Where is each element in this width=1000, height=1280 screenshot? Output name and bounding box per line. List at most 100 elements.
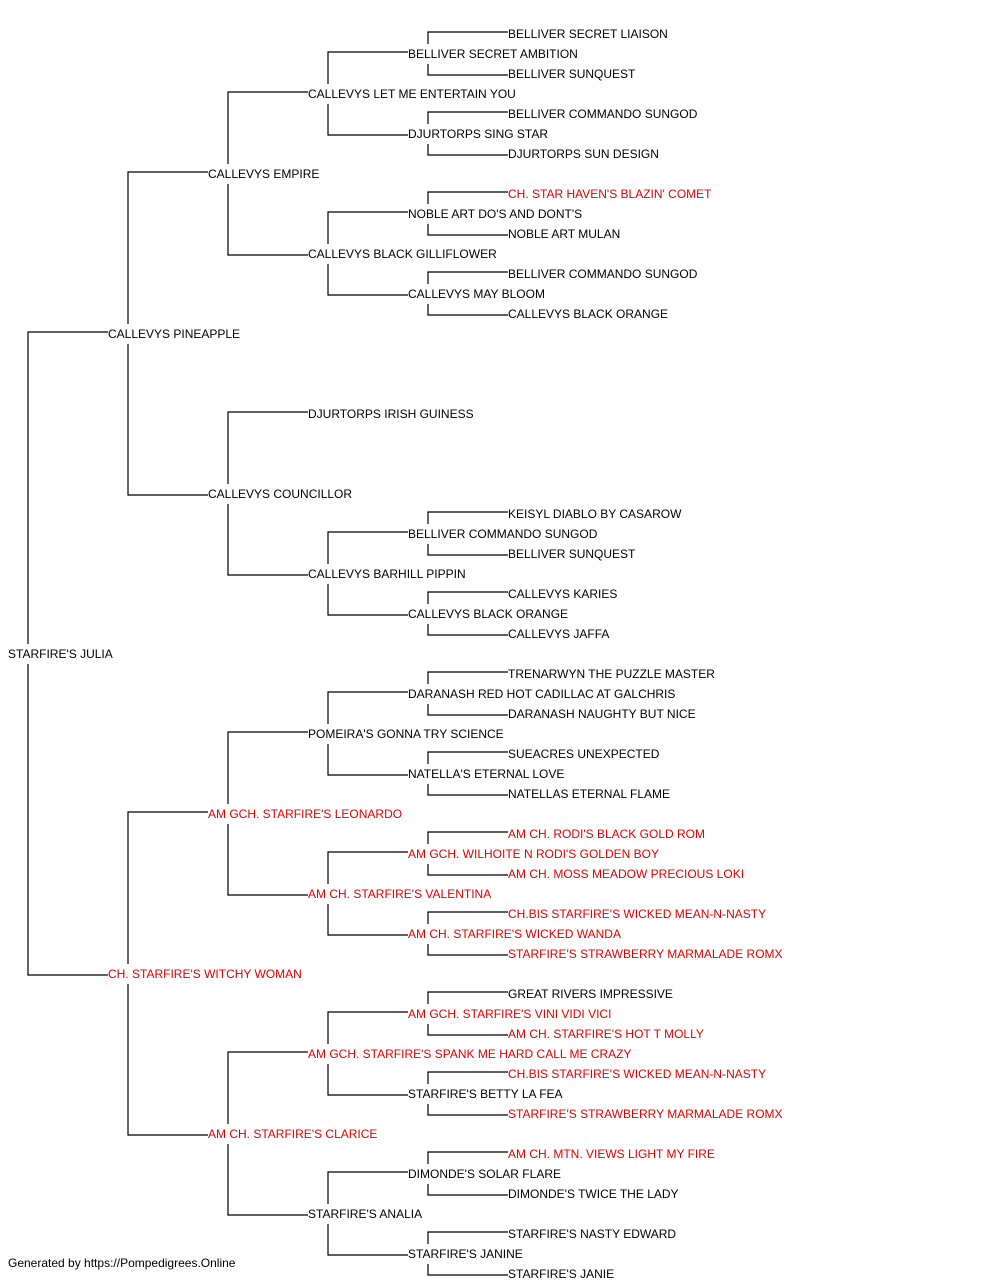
dog-name-gen5: BELLIVER SUNQUEST: [508, 67, 636, 81]
sire-connector: [327, 1011, 408, 1044]
dog-name-gen5: BELLIVER SECRET LIAISON: [508, 27, 668, 41]
dog-name-gen2: CALLEVYS COUNCILLOR: [208, 487, 352, 501]
sire-connector: [427, 831, 508, 844]
dog-name-gen5: AM CH. STARFIRE'S HOT T MOLLY: [508, 1027, 704, 1041]
sire-connector: [427, 1231, 508, 1244]
dog-name-gen3: POMEIRA'S GONNA TRY SCIENCE: [308, 727, 504, 741]
dog-name-gen5: CH.BIS STARFIRE'S WICKED MEAN-N-NASTY: [508, 1067, 766, 1081]
dog-name-gen5: DARANASH NAUGHTY BUT NICE: [508, 707, 696, 721]
dog-name-gen2: CALLEVYS EMPIRE: [208, 167, 319, 181]
dog-name-gen5: STARFIRE'S STRAWBERRY MARMALADE ROMX: [508, 947, 783, 961]
dam-connector: [427, 144, 508, 156]
sire-connector: [227, 1051, 308, 1124]
dog-name-gen4: CALLEVYS BLACK ORANGE: [408, 607, 568, 621]
dog-name-gen5: STARFIRE'S STRAWBERRY MARMALADE ROMX: [508, 1107, 783, 1121]
sire-connector: [327, 51, 408, 84]
dam-connector: [27, 664, 108, 976]
dam-connector: [327, 744, 408, 776]
dog-name-gen3: CALLEVYS BLACK GILLIFLOWER: [308, 247, 497, 261]
dog-name-gen4: NOBLE ART DO'S AND DONT'S: [408, 207, 582, 221]
dam-connector: [427, 864, 508, 876]
sire-connector: [127, 811, 208, 964]
dog-name-gen3: AM GCH. STARFIRE'S SPANK ME HARD CALL ME…: [308, 1047, 631, 1061]
dog-name-gen4: STARFIRE'S BETTY LA FEA: [408, 1087, 563, 1101]
dog-name-gen5: NOBLE ART MULAN: [508, 227, 620, 241]
dog-name-gen0: STARFIRE'S JULIA: [8, 647, 113, 661]
dog-name-gen5: KEISYL DIABLO BY CASAROW: [508, 507, 682, 521]
sire-connector: [327, 851, 408, 884]
sire-connector: [227, 411, 308, 484]
sire-connector: [127, 171, 208, 324]
dam-connector: [427, 1264, 508, 1276]
dam-connector: [427, 784, 508, 796]
dog-name-gen3: AM CH. STARFIRE'S VALENTINA: [308, 887, 491, 901]
sire-connector: [427, 111, 508, 124]
dam-connector: [227, 1144, 308, 1216]
sire-connector: [327, 1171, 408, 1204]
dog-name-gen5: DIMONDE'S TWICE THE LADY: [508, 1187, 679, 1201]
dog-name-gen5: AM CH. MOSS MEADOW PRECIOUS LOKI: [508, 867, 744, 881]
dam-connector: [327, 1064, 408, 1096]
dam-connector: [227, 824, 308, 896]
dog-name-gen1: CALLEVYS PINEAPPLE: [108, 327, 240, 341]
dam-connector: [427, 544, 508, 556]
dog-name-gen5: CALLEVYS BLACK ORANGE: [508, 307, 668, 321]
dog-name-gen1: CH. STARFIRE'S WITCHY WOMAN: [108, 967, 302, 981]
dam-connector: [427, 1184, 508, 1196]
dog-name-gen5: BELLIVER COMMANDO SUNGOD: [508, 107, 698, 121]
sire-connector: [427, 671, 508, 684]
dam-connector: [327, 104, 408, 136]
dam-connector: [427, 64, 508, 76]
dog-name-gen4: AM GCH. STARFIRE'S VINI VIDI VICI: [408, 1007, 611, 1021]
sire-connector: [427, 1151, 508, 1164]
sire-connector: [427, 751, 508, 764]
sire-connector: [427, 191, 508, 204]
dog-name-gen5: STARFIRE'S JANIE: [508, 1267, 614, 1280]
dog-name-gen4: BELLIVER SECRET AMBITION: [408, 47, 578, 61]
dog-name-gen4: DIMONDE'S SOLAR FLARE: [408, 1167, 561, 1181]
dog-name-gen5: BELLIVER SUNQUEST: [508, 547, 636, 561]
dam-connector: [427, 1104, 508, 1116]
dog-name-gen5: STARFIRE'S NASTY EDWARD: [508, 1227, 676, 1241]
sire-connector: [327, 691, 408, 724]
dam-connector: [427, 944, 508, 956]
dog-name-gen4: AM CH. STARFIRE'S WICKED WANDA: [408, 927, 621, 941]
dog-name-gen4: NATELLA'S ETERNAL LOVE: [408, 767, 564, 781]
dog-name-gen5: DJURTORPS SUN DESIGN: [508, 147, 659, 161]
dog-name-gen5: CH. STAR HAVEN'S BLAZIN' COMET: [508, 187, 712, 201]
dam-connector: [427, 304, 508, 316]
sire-connector: [227, 731, 308, 804]
dog-name-gen5: AM CH. MTN. VIEWS LIGHT MY FIRE: [508, 1147, 715, 1161]
dog-name-gen3: DJURTORPS IRISH GUINESS: [308, 407, 474, 421]
sire-connector: [427, 1071, 508, 1084]
dam-connector: [427, 624, 508, 636]
dog-name-gen5: GREAT RIVERS IMPRESSIVE: [508, 987, 673, 1001]
dog-name-gen4: CALLEVYS MAY BLOOM: [408, 287, 545, 301]
sire-connector: [427, 31, 508, 44]
sire-connector: [427, 911, 508, 924]
dam-connector: [427, 1024, 508, 1036]
sire-connector: [427, 591, 508, 604]
sire-connector: [427, 991, 508, 1004]
dam-connector: [127, 344, 208, 496]
dog-name-gen5: AM CH. RODI'S BLACK GOLD ROM: [508, 827, 705, 841]
dog-name-gen5: CALLEVYS KARIES: [508, 587, 617, 601]
dog-name-gen3: STARFIRE'S ANALIA: [308, 1207, 422, 1221]
dog-name-gen2: AM CH. STARFIRE'S CLARICE: [208, 1127, 377, 1141]
dog-name-gen5: TRENARWYN THE PUZZLE MASTER: [508, 667, 715, 681]
sire-connector: [27, 331, 108, 644]
dam-connector: [227, 184, 308, 256]
dog-name-gen5: SUEACRES UNEXPECTED: [508, 747, 660, 761]
dam-connector: [327, 1224, 408, 1256]
dam-connector: [327, 584, 408, 616]
dog-name-gen2: AM GCH. STARFIRE'S LEONARDO: [208, 807, 402, 821]
dam-connector: [427, 224, 508, 236]
footer-credit: Generated by https://Pompedigrees.Online: [8, 1256, 236, 1270]
dam-connector: [227, 504, 308, 576]
dam-connector: [327, 264, 408, 296]
dog-name-gen4: DARANASH RED HOT CADILLAC AT GALCHRIS: [408, 687, 675, 701]
dog-name-gen4: AM GCH. WILHOITE N RODI'S GOLDEN BOY: [408, 847, 659, 861]
sire-connector: [427, 511, 508, 524]
dog-name-gen5: NATELLAS ETERNAL FLAME: [508, 787, 670, 801]
